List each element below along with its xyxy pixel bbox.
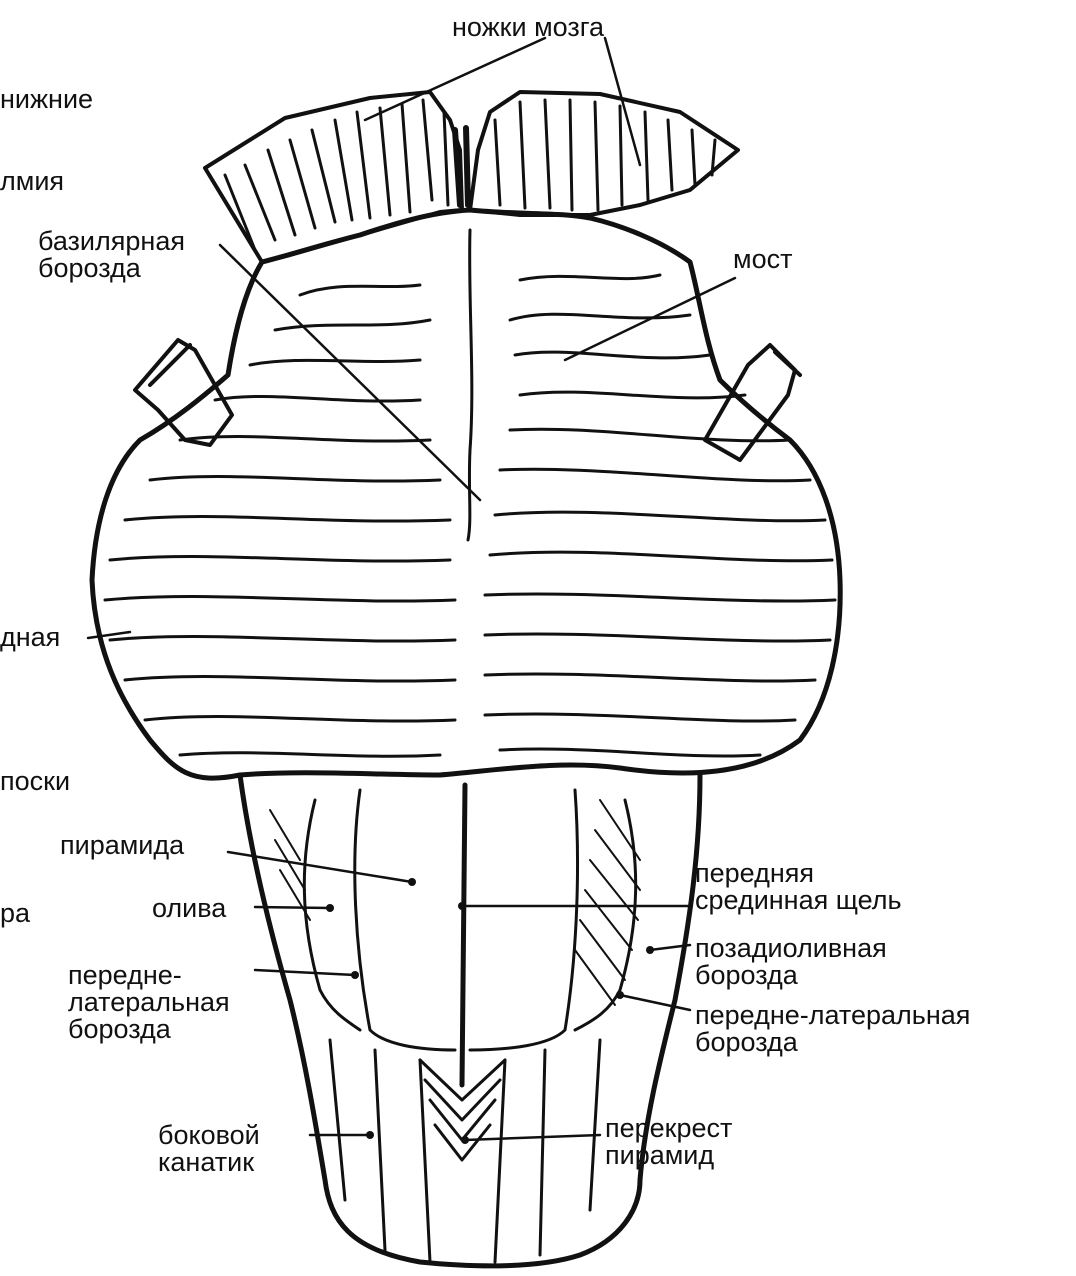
label-pyramid: пирамида	[60, 832, 184, 859]
pyramid-left	[355, 790, 455, 1050]
label-olive: олива	[152, 895, 226, 922]
pons-outline	[92, 210, 840, 778]
basilar-groove	[468, 230, 472, 540]
label-cerebral-peduncles: ножки мозга	[452, 14, 604, 41]
spinal-cord-columns	[330, 1040, 600, 1262]
label-cut-4: поски	[0, 768, 70, 795]
cerebral-peduncles	[205, 92, 738, 262]
label-cut-5: ра	[0, 900, 30, 927]
label-cut-2: лмия	[0, 168, 64, 195]
anterior-median-fissure	[462, 785, 465, 1085]
label-inferior-cut: нижние	[0, 86, 93, 113]
trigeminal-nerves	[135, 340, 800, 460]
olive-left	[304, 800, 360, 1030]
medulla-outline	[240, 775, 700, 1266]
label-pons: мост	[733, 246, 792, 273]
label-cut-3: дная	[0, 624, 60, 651]
pyramid-right	[470, 790, 578, 1050]
